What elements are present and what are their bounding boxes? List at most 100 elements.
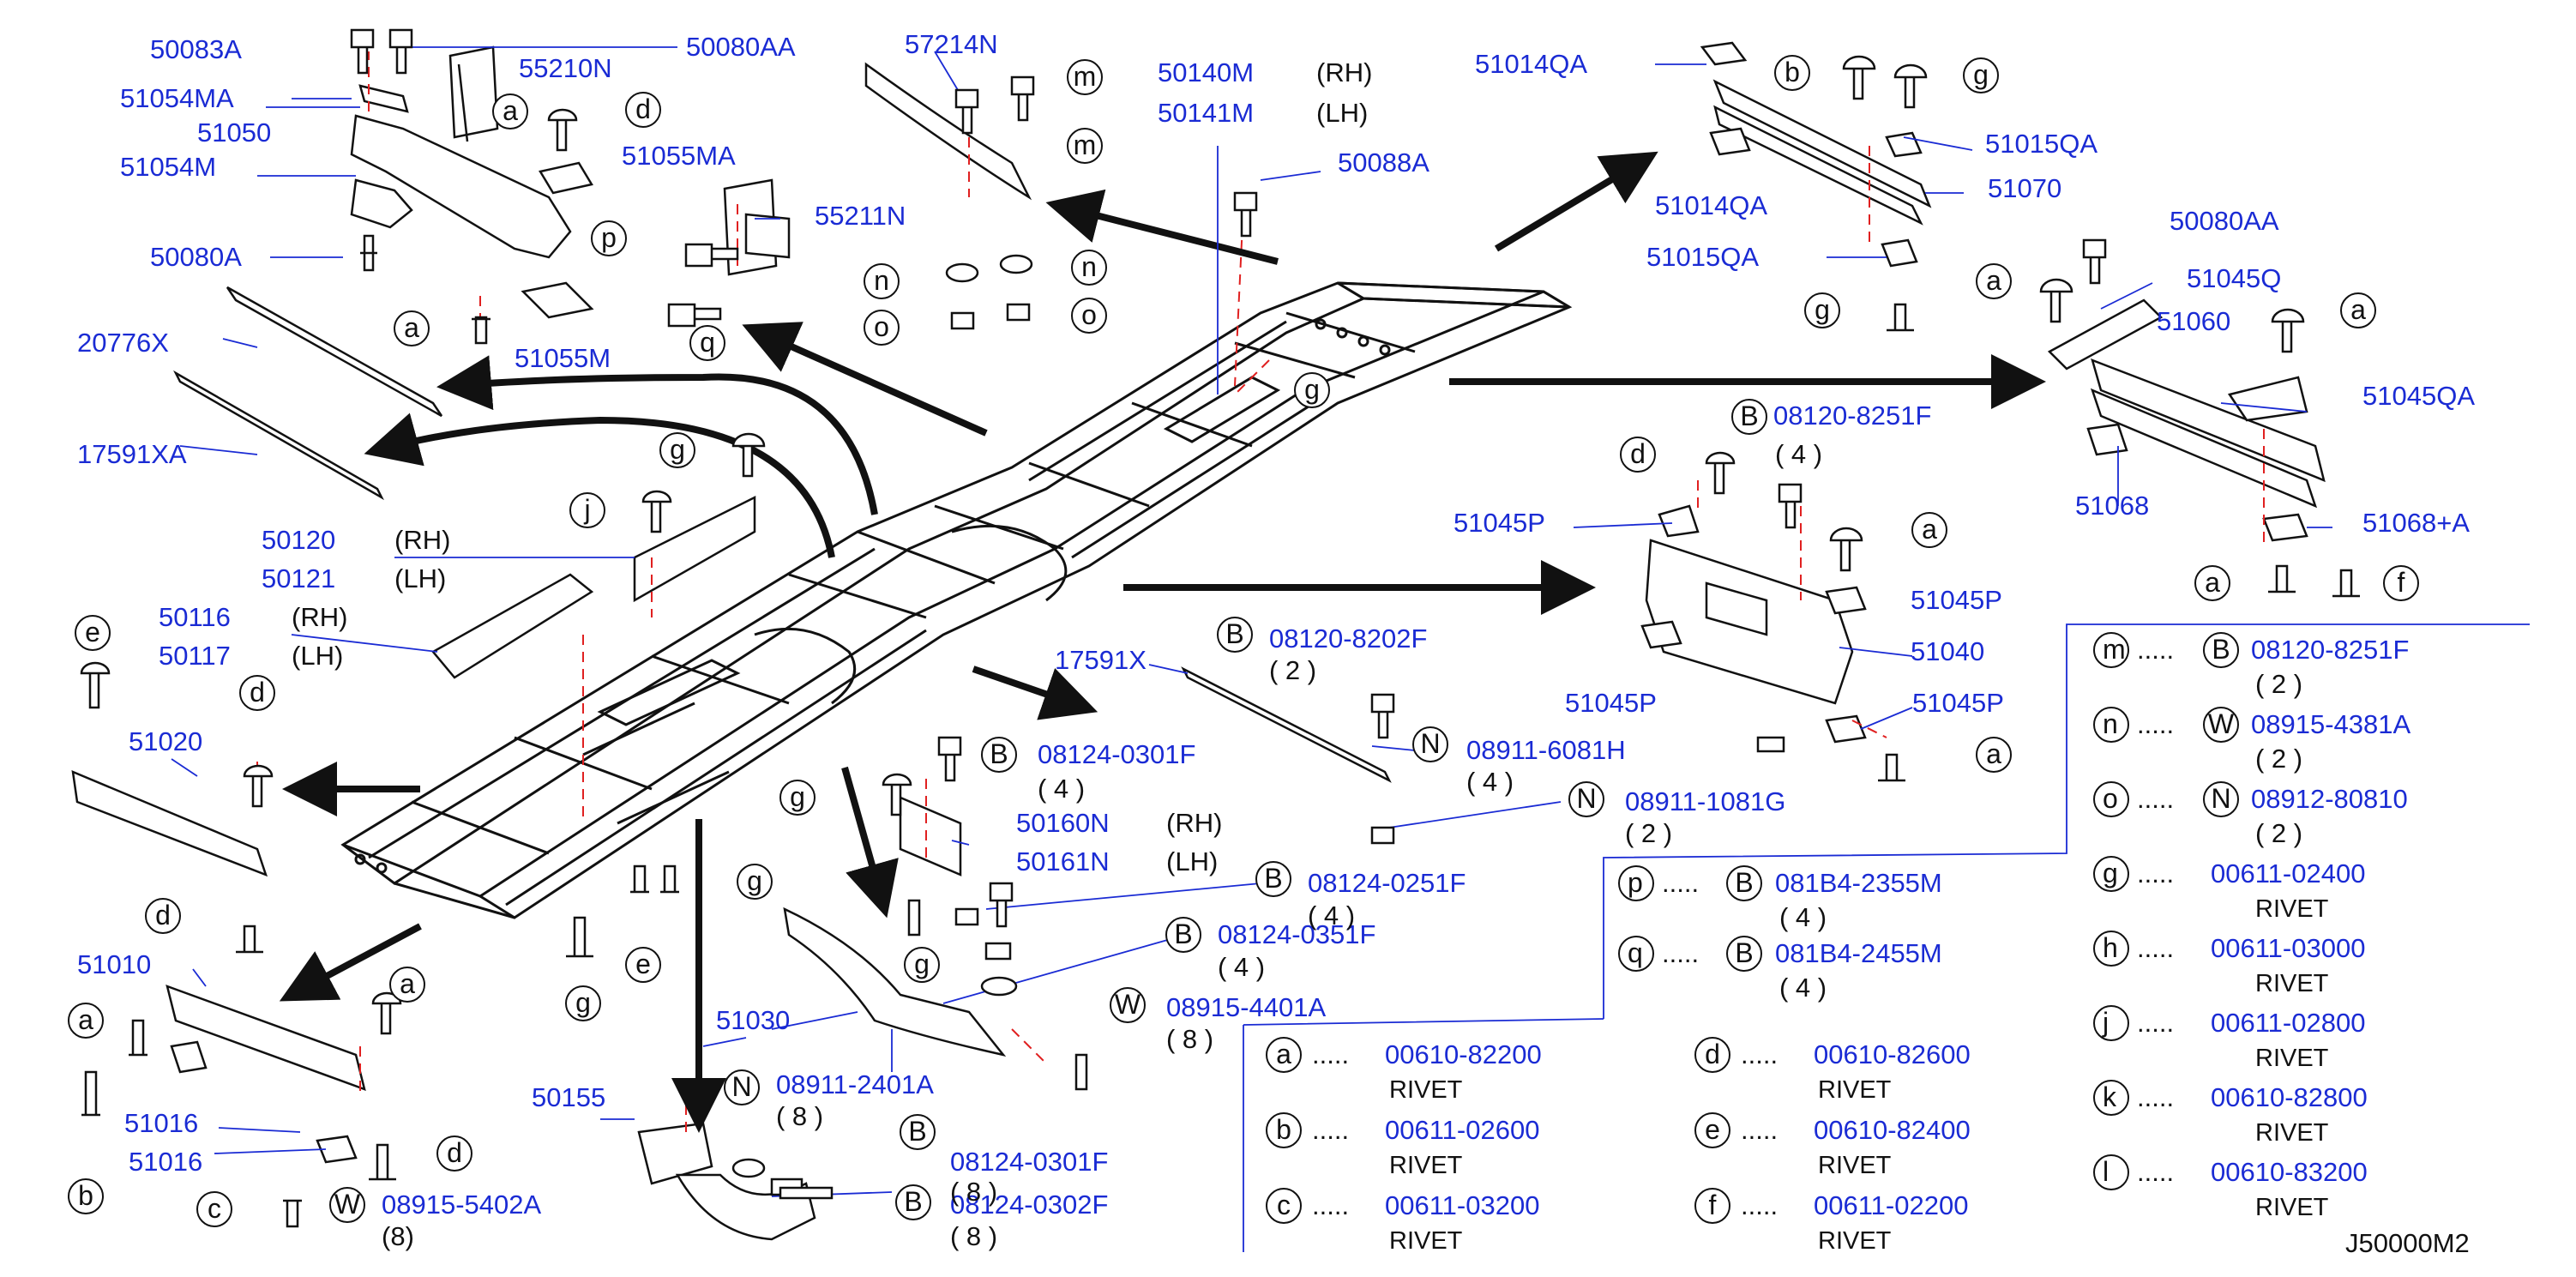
- ref-a-6: a: [492, 93, 528, 130]
- part-label-50083A: 50083A: [150, 34, 242, 64]
- legend-pn-j: 00611-02800: [2211, 1008, 2365, 1038]
- part-label-51068A: 51068+A: [2362, 508, 2470, 538]
- part-label-51055M: 51055M: [515, 343, 611, 373]
- part-label-51045P-4: 51045P: [1912, 688, 2004, 718]
- ref-a-15-ring: [2340, 292, 2376, 328]
- part-label-50120: 50120: [262, 525, 335, 555]
- legend-pn-b: 00611-02600: [1385, 1115, 1539, 1145]
- legend-pn-h: 00611-03000: [2211, 933, 2365, 963]
- part-label-50160N: 50160N: [1016, 808, 1110, 838]
- ref-e-25-letter: e: [85, 617, 100, 648]
- ref-B-28-ring: [1217, 617, 1253, 653]
- ref-N-29-letter: N: [1420, 728, 1440, 759]
- part-label-50088A: 50088A: [1338, 148, 1429, 178]
- side-label-9: ( 2 ): [1269, 655, 1316, 685]
- ref-N-30-letter: N: [1576, 783, 1596, 814]
- part-label-51045P-1: 51045P: [1454, 508, 1545, 538]
- ref-o-4-ring: [864, 310, 900, 346]
- ref-B-38-ring: [1165, 917, 1201, 953]
- ref-B-41: B: [900, 1114, 936, 1150]
- legend-ref-c: c: [1277, 1190, 1291, 1220]
- part-label-51020: 51020: [129, 726, 202, 756]
- ref-a-18: a: [1911, 512, 1947, 548]
- side-label-2: (RH): [394, 525, 450, 555]
- ref-a-20: a: [2194, 565, 2230, 601]
- ref-e-36: e: [625, 947, 661, 983]
- ref-B-16-ring: [1731, 399, 1767, 435]
- part-label-51054M: 51054M: [120, 152, 216, 182]
- legend-ref-a: a: [1276, 1039, 1291, 1069]
- side-label-6: (RH): [1166, 808, 1222, 838]
- ref-o-5-ring: [1071, 298, 1107, 334]
- ref-b-11: b: [1774, 55, 1810, 91]
- legend-qty-e: RIVET: [1818, 1152, 1892, 1179]
- ref-B-41-ring: [900, 1114, 936, 1150]
- ref-b-11-ring: [1774, 55, 1810, 91]
- part-label-51045P-2: 51045P: [1911, 585, 2002, 615]
- side-label-19: (8): [382, 1221, 414, 1251]
- ref-o-5: o: [1071, 298, 1107, 334]
- ref-N-30-ring: [1568, 781, 1604, 817]
- ref-a-19: a: [1976, 737, 2012, 773]
- ref-W-39: W: [1110, 987, 1146, 1023]
- ref-d-26-ring: [239, 675, 275, 711]
- part-label-08911-2401A: 08911-2401A: [776, 1069, 934, 1099]
- ref-g-32-ring: [779, 780, 816, 816]
- legend-qty-q: ( 4 ): [1779, 973, 1827, 1003]
- ref-B-31: B: [981, 737, 1017, 773]
- side-label-18: ( 8 ): [950, 1221, 997, 1251]
- ref-c-47-ring: [196, 1191, 232, 1227]
- legend-prefix-q: B: [1735, 937, 1753, 968]
- ref-g-13-letter: g: [1815, 294, 1830, 325]
- ref-p-8-ring: [591, 220, 627, 256]
- legend-dots-c: .....: [1312, 1190, 1349, 1220]
- legend-ref-m-ring: [2093, 632, 2129, 668]
- side-label-13: ( 4 ): [1308, 901, 1355, 931]
- ref-b-46-letter: b: [78, 1180, 93, 1211]
- ref-b-11-letter: b: [1785, 57, 1800, 87]
- legend-qty-g: RIVET: [2255, 895, 2329, 923]
- legend-prefix-o: N: [2211, 783, 2230, 814]
- part-label-51050: 51050: [197, 117, 271, 148]
- legend-dots-f: .....: [1741, 1190, 1778, 1220]
- legend-ref-h: h: [2103, 932, 2118, 963]
- ref-a-19-ring: [1976, 737, 2012, 773]
- legend-dots-b: .....: [1312, 1115, 1349, 1145]
- part-label-51040: 51040: [1911, 636, 1984, 666]
- ref-a-15-letter: a: [2350, 294, 2366, 325]
- ref-a-43-letter: a: [78, 1004, 93, 1035]
- ref-g-35-letter: g: [914, 949, 930, 979]
- legend-ref-c-ring: [1266, 1188, 1302, 1224]
- part-label-50121: 50121: [262, 563, 335, 593]
- ref-B-34: B: [1255, 861, 1291, 897]
- part-label-08915-5402A: 08915-5402A: [382, 1190, 541, 1220]
- ref-a-44-letter: a: [400, 968, 415, 999]
- ref-e-36-letter: e: [635, 949, 651, 979]
- part-label-51010: 51010: [77, 949, 151, 979]
- side-label-7: (LH): [1166, 846, 1218, 876]
- ref-B-38-letter: B: [1174, 919, 1192, 949]
- ref-m-0-letter: m: [1074, 61, 1097, 92]
- ref-W-48-letter: W: [334, 1189, 361, 1220]
- ref-a-44: a: [389, 967, 425, 1003]
- ref-q-9: q: [689, 325, 725, 361]
- legend-ref-n-ring: [2093, 707, 2129, 743]
- legend-qty-b: RIVET: [1389, 1152, 1463, 1179]
- ref-e-36-ring: [625, 947, 661, 983]
- legend-ref-q: q: [1628, 937, 1643, 968]
- ref-g-33: g: [737, 864, 773, 900]
- part-label-51014QA-top: 51014QA: [1475, 49, 1587, 79]
- legend-ref-f: f: [1709, 1190, 1717, 1220]
- part-label-55211N: 55211N: [815, 201, 906, 231]
- legend-qty-k: RIVET: [2255, 1119, 2329, 1147]
- part-label-20776X: 20776X: [77, 328, 169, 358]
- ref-n-3: n: [1071, 250, 1107, 286]
